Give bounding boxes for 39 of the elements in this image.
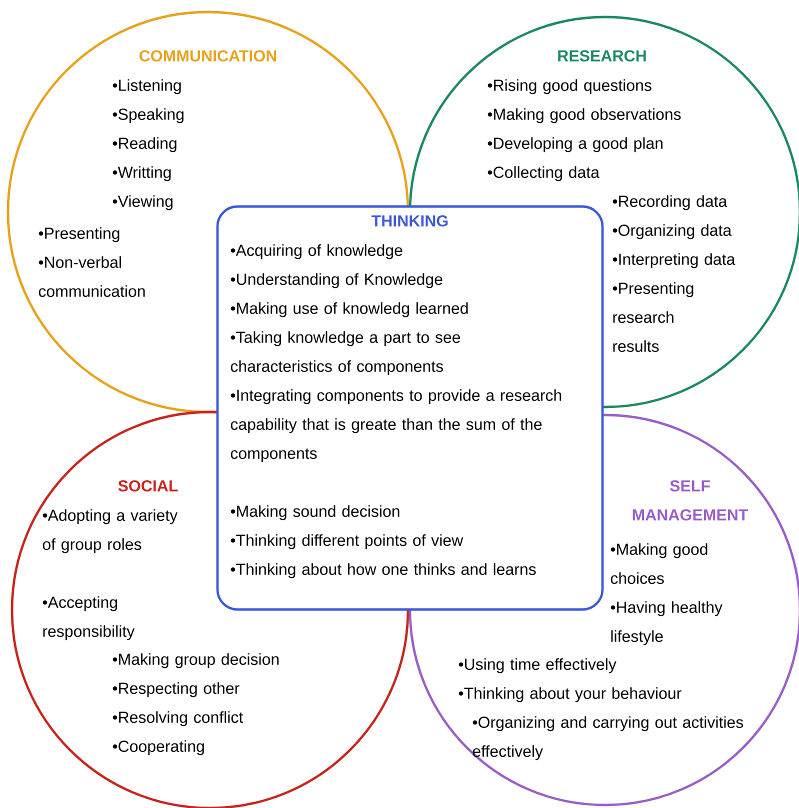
list-item: •Rising good questions: [488, 79, 652, 94]
list-item: •Interpreting data: [612, 253, 736, 268]
list-item: •Making sound decision: [230, 505, 400, 520]
list-item: •Writting: [112, 166, 171, 182]
list-item: •Recording data: [612, 195, 728, 210]
list-item: •Respecting other: [112, 682, 240, 698]
heading: RESEARCH: [558, 50, 646, 62]
list-item: •Making good observations: [488, 108, 681, 124]
list-item: •Accepting responsibility: [42, 596, 135, 640]
list-item: •Reading: [112, 137, 176, 152]
list-item: •Integrating components to provide a research capability that is greate than the sum of the components: [230, 389, 562, 462]
list-item: •Non-verbal communication: [38, 256, 145, 297]
list-item: •Developing a good plan: [488, 137, 662, 152]
list-item: •Organizing and carrying out activities effectively: [472, 716, 744, 760]
heading: SELF MANAGEMENT: [632, 480, 748, 521]
list-item: •Cooperating: [112, 740, 204, 756]
heading: COMMUNICATION: [139, 50, 276, 62]
list-item: •Understanding of Knowledge: [230, 273, 442, 288]
list-item: •Adopting a variety of group roles: [42, 509, 178, 554]
list-item: •Collecting data: [488, 166, 600, 182]
heading: THINKING: [372, 215, 448, 227]
list-item: •Having healthy lifestyle: [610, 601, 722, 646]
list-item: •Thinking about your behaviour: [458, 687, 682, 702]
list-item: •Listening: [112, 79, 181, 94]
heading: SOCIAL: [118, 480, 178, 492]
list-item: •Presenting research results: [612, 282, 694, 352]
list-item: •Acquiring of knowledge: [230, 244, 402, 260]
list-item: •Resolving conflict: [112, 711, 244, 726]
list-item: •Thinking different points of view: [230, 534, 464, 550]
list-item: •Making good choices: [610, 543, 708, 584]
list-item: •Making group decision: [112, 653, 279, 668]
list-item: •Thinking about how one thinks and learns: [230, 563, 536, 578]
list-item: •Making use of knowledg learned: [230, 302, 468, 318]
list-item: •Organizing data: [612, 224, 732, 240]
list-item: •Viewing: [112, 195, 172, 210]
list-item: •Speaking: [112, 108, 184, 124]
list-item: •Presenting: [38, 227, 120, 242]
list-item: •Using time effectively: [458, 658, 616, 674]
list-item: •Taking knowledge a part to see characteristics of components: [230, 331, 460, 376]
